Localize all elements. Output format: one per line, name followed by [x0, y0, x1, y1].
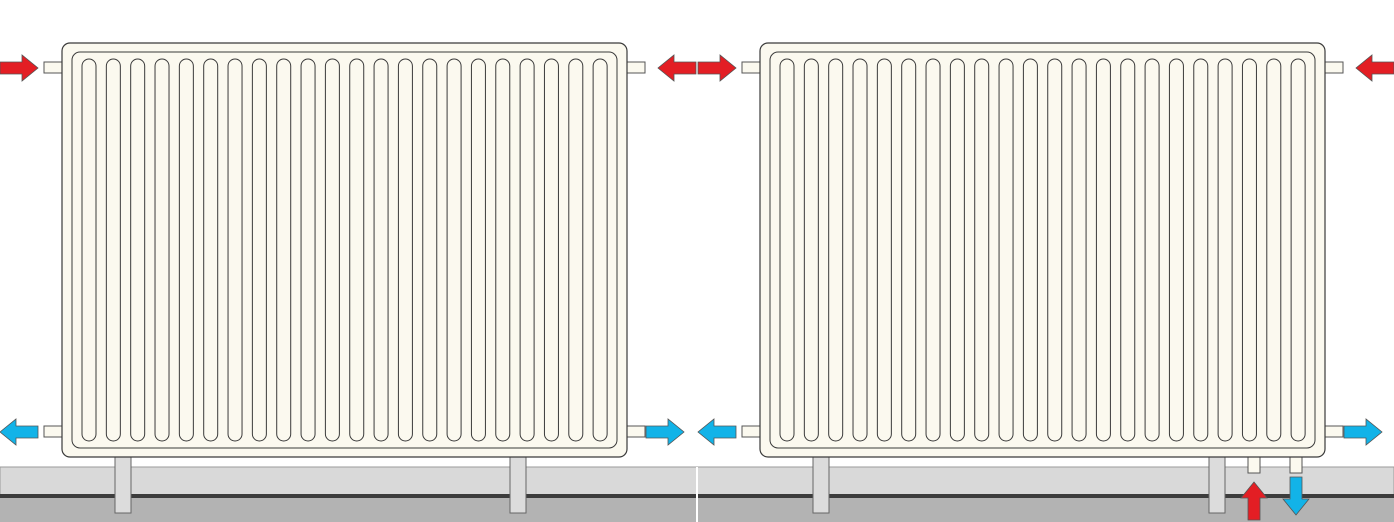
radiator-fin — [495, 58, 511, 442]
radiator-fin — [422, 58, 438, 442]
radiator-fin — [130, 58, 146, 442]
radiator-inner-panel — [769, 51, 1316, 449]
radiator-fin — [779, 58, 795, 442]
side-connection-radiator — [0, 42, 697, 514]
radiator-fin — [1120, 58, 1136, 442]
radiator-fin — [1047, 58, 1063, 442]
pipe-connector — [741, 425, 761, 438]
cold-outlet-left-bottom-arrow — [697, 418, 737, 446]
radiator-fin — [998, 58, 1014, 442]
cold-outlet-bottom-arrow — [1282, 476, 1310, 516]
radiator-fin — [251, 58, 267, 442]
radiator-fin — [1217, 58, 1233, 442]
pipe-connector — [626, 61, 646, 74]
radiator-fin — [1266, 58, 1282, 442]
radiator-fin — [1241, 58, 1257, 442]
radiator-fin — [543, 58, 559, 442]
radiator-fin — [519, 58, 535, 442]
radiator-inner-panel — [71, 51, 618, 449]
cold-outlet-left-bottom-arrow — [0, 418, 39, 446]
support-leg — [509, 454, 527, 514]
support-leg — [114, 454, 132, 514]
hot-inlet-left-top-arrow — [0, 54, 39, 82]
radiator-fin — [876, 58, 892, 442]
radiator-fin — [349, 58, 365, 442]
radiator-fin — [470, 58, 486, 442]
support-leg — [1208, 454, 1226, 514]
radiator-fin — [397, 58, 413, 442]
bottom-pipe-connector — [1289, 454, 1303, 474]
pipe-connector — [741, 61, 761, 74]
radiator-body — [61, 42, 628, 458]
radiator-fin — [1022, 58, 1038, 442]
radiator-fin — [446, 58, 462, 442]
hot-inlet-right-top-arrow — [1355, 54, 1394, 82]
radiator-fin — [227, 58, 243, 442]
hot-inlet-right-top-arrow — [657, 54, 697, 82]
radiator-fin — [1144, 58, 1160, 442]
radiator-fin — [592, 58, 608, 442]
hot-inlet-left-top-arrow — [697, 54, 737, 82]
radiator-fin — [949, 58, 965, 442]
radiator-body — [759, 42, 1326, 458]
radiator-fin — [901, 58, 917, 442]
radiator-fin — [1193, 58, 1209, 442]
radiator-fin — [81, 58, 97, 442]
pipe-connector — [43, 61, 63, 74]
radiator-fin — [178, 58, 194, 442]
radiator-fin — [1095, 58, 1111, 442]
pipe-connector — [43, 425, 63, 438]
bottom-pipe-connector — [1247, 454, 1261, 474]
pipe-connector — [1324, 61, 1344, 74]
cold-outlet-right-bottom-arrow — [645, 418, 685, 446]
radiator-fin — [276, 58, 292, 442]
radiator-fin — [300, 58, 316, 442]
radiator-fin — [974, 58, 990, 442]
radiator-fin — [1290, 58, 1306, 442]
radiator-fin — [568, 58, 584, 442]
pipe-connector — [1324, 425, 1344, 438]
radiator-fin — [1071, 58, 1087, 442]
cold-outlet-right-bottom-arrow — [1343, 418, 1383, 446]
radiator-fin — [852, 58, 868, 442]
radiator-fin — [803, 58, 819, 442]
divider — [696, 467, 698, 522]
radiator-fin — [203, 58, 219, 442]
pipe-connector — [626, 425, 646, 438]
bottom-connection-radiator — [697, 42, 1394, 521]
radiator-fin — [105, 58, 121, 442]
radiator-fin — [925, 58, 941, 442]
radiator-fin — [828, 58, 844, 442]
support-leg — [812, 454, 830, 514]
radiator-fin — [1168, 58, 1184, 442]
hot-inlet-bottom-arrow — [1240, 481, 1268, 521]
radiator-fin — [154, 58, 170, 442]
radiator-fin — [373, 58, 389, 442]
radiator-fin — [324, 58, 340, 442]
